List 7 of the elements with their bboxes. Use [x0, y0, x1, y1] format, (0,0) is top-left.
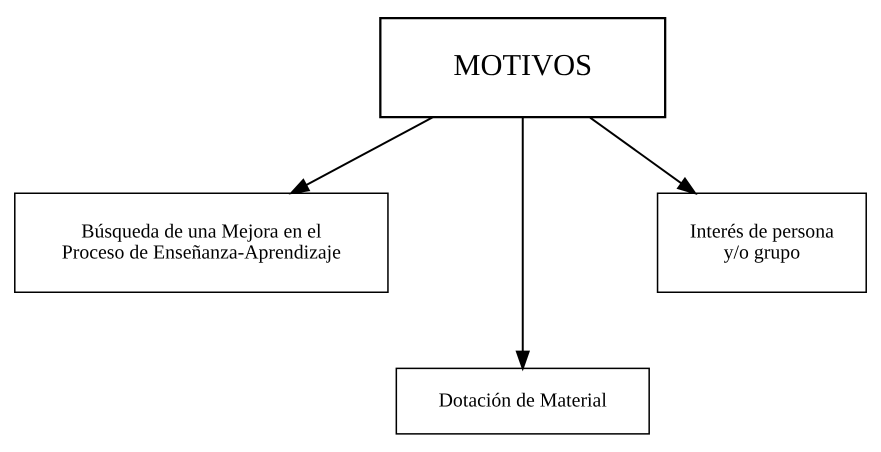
node-box: MOTIVOS: [379, 16, 666, 118]
node-box: Dotación de Material: [396, 368, 650, 435]
node-box: Búsqueda de una Mejora en el Proceso de Enseñanza-Aprendizaje: [14, 192, 389, 294]
arrow: [589, 116, 698, 195]
arrow: [515, 117, 530, 372]
arrow: [288, 116, 434, 194]
node-box: Interés de persona y/o grupo: [656, 192, 867, 294]
